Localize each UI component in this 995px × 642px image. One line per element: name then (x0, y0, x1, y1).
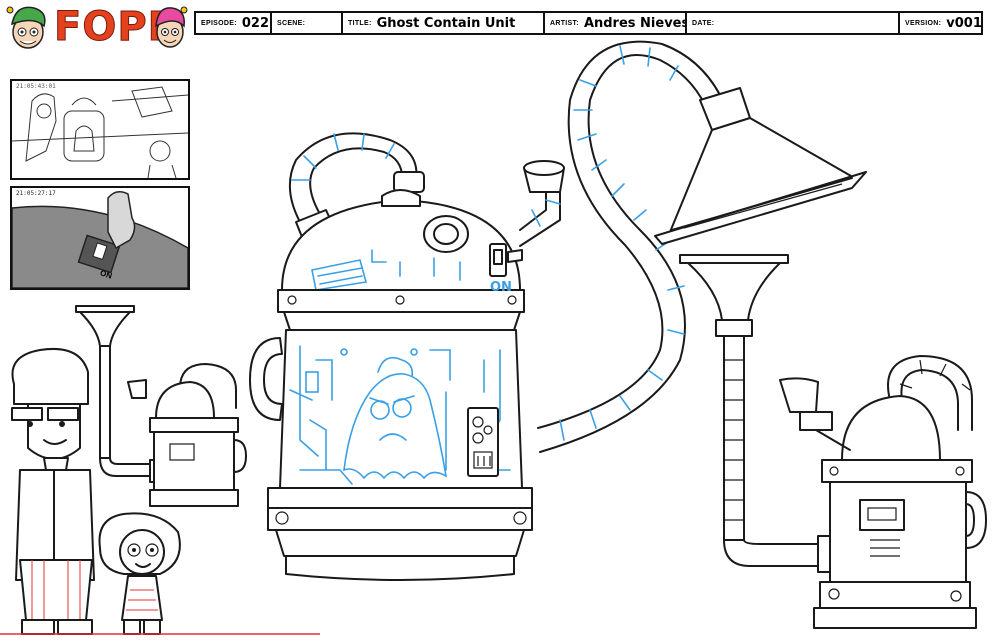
storyboard-closeup-image (12, 188, 188, 288)
scene-field: SCENE: (272, 13, 343, 33)
cosmo-mascot-icon (6, 6, 46, 49)
artist-field: ARTIST: Andres Nieves (545, 13, 687, 33)
character-girl-lineup (98, 512, 181, 635)
suction-hood (654, 87, 867, 245)
thumbnail-timecode: 21:05:43:01 (16, 83, 56, 90)
reference-thumbnail-1: 21:05:43:01 (10, 79, 190, 180)
reference-thumbnail-2: 21:05:27:17 ON (10, 186, 190, 290)
small-unit-right (779, 355, 987, 629)
power-on-label: ON (490, 280, 512, 295)
wanda-mascot-icon (155, 6, 188, 48)
thumbnail-timecode: 21:05:27:17 (16, 190, 56, 197)
ghost-outline (343, 356, 448, 480)
funnel-tower (679, 254, 839, 573)
title-field: TITLE: Ghost Contain Unit (343, 13, 545, 33)
title-slate: EPISODE: 022 SCENE: TITLE: Ghost Contain… (194, 11, 983, 35)
small-unit-left (75, 305, 247, 507)
storyboard-sketch-image (12, 86, 188, 178)
episode-field: EPISODE: 022 (196, 13, 272, 33)
show-logo: FOPR (4, 2, 190, 54)
vacuum-hose (537, 40, 721, 453)
version-field: VERSION: v001 (905, 15, 981, 31)
ghost-contain-unit (249, 160, 565, 581)
character-man-lineup (11, 348, 95, 635)
date-field: DATE: (687, 13, 900, 33)
